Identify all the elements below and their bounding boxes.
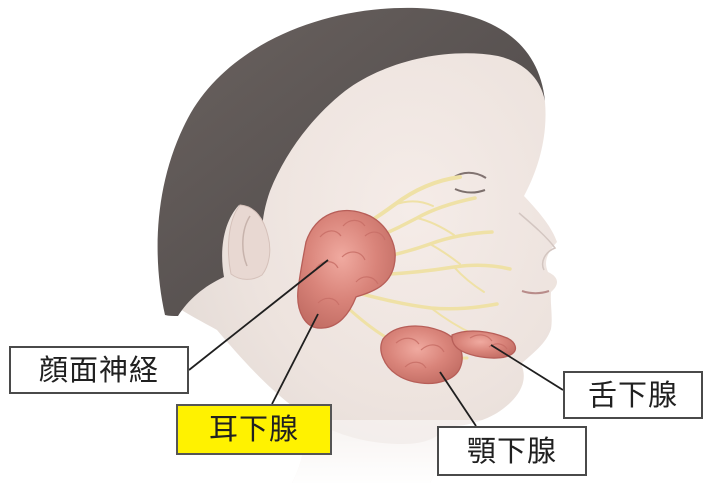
label-parotid-gland: 耳下腺 [176, 404, 332, 455]
bottom-fade [0, 420, 711, 483]
label-sublingual-gland: 舌下腺 [563, 371, 703, 419]
label-facial-nerve: 顔面神経 [9, 346, 189, 394]
label-submandibular-gland: 顎下腺 [437, 426, 587, 476]
